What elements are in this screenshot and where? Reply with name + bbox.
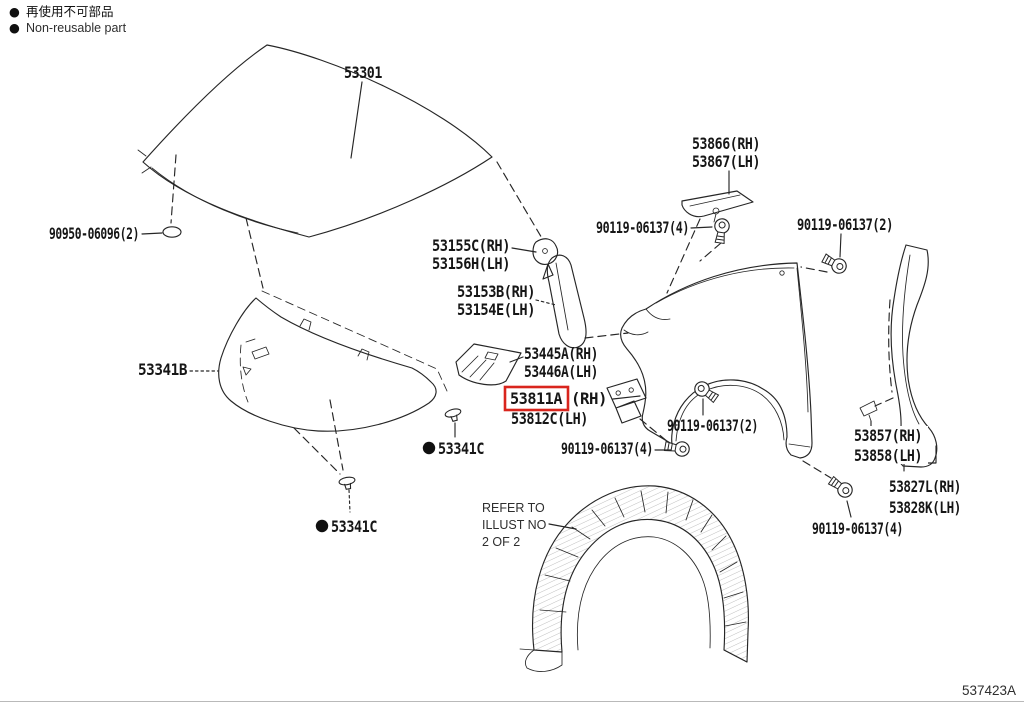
label-bolt-top[interactable]: 90119-06137(4): [596, 218, 690, 237]
hood-crease-line: [151, 167, 299, 234]
fender-character-lines: [623, 267, 811, 448]
label-protector-lh[interactable]: 53867(LH): [692, 152, 761, 171]
label-hood-brace-lh[interactable]: 53154E(LH): [457, 300, 536, 319]
apron-retainer-drawing[interactable]: [890, 244, 938, 468]
insulator-clip-towers: [299, 318, 370, 361]
cowl-side-hole: [542, 248, 548, 254]
dotted-leader-lines: [189, 299, 557, 513]
label-liner-extension-rh[interactable]: 53827L(RH): [889, 477, 962, 496]
label-protector-rh[interactable]: 53866(RH): [692, 134, 761, 153]
fender-bracket-drawing[interactable]: [606, 378, 647, 424]
label-bolt-center[interactable]: 90119-06137(4): [561, 439, 654, 458]
protector-inner-line: [689, 194, 741, 223]
selected-part-highlight-box: [503, 385, 570, 412]
solid-leader-lines: [141, 81, 937, 530]
apron-flag-clip: [859, 400, 878, 422]
label-pad-rh[interactable]: 53445A(RH): [524, 344, 599, 363]
liner-inner-contour: [577, 536, 711, 651]
label-cowl-side-rh[interactable]: 53155C(RH): [432, 236, 511, 255]
protector-drawing[interactable]: [681, 190, 754, 218]
bolt-top-drawing: [711, 217, 731, 245]
label-cowl-side-lh[interactable]: 53156H(LH): [432, 254, 511, 273]
refer-note-line2: ILLUST NO: [482, 518, 547, 532]
label-apron-seal-rh[interactable]: 53857(RH): [854, 426, 923, 445]
bolt-center-drawing: [663, 438, 691, 458]
hood-hinge-detail: [137, 149, 152, 174]
non-reusable-bullet-en: ●: [9, 20, 20, 35]
clip-rear-drawing: [443, 406, 464, 424]
insulator-hidden-edges: [239, 290, 448, 403]
fender-bracket-holes: [615, 387, 634, 396]
label-backplate: [848, 426, 928, 464]
label-bolt-right-upper[interactable]: 90119-06137(2): [797, 215, 894, 234]
label-liner-extension-lh[interactable]: 53828K(LH): [889, 498, 962, 517]
label-fender-rh-number[interactable]: 53811A: [510, 389, 563, 408]
grommet-drawing[interactable]: [162, 226, 182, 238]
pad-hatch-lines: [461, 351, 499, 381]
liner-hatched-band[interactable]: [531, 485, 749, 663]
label-hood-brace-rh[interactable]: 53153B(RH): [457, 282, 536, 301]
non-reusable-legend-jp: 再使用不可部品: [26, 4, 114, 19]
hood-insulator-drawing[interactable]: [218, 297, 437, 432]
liner-feet: [519, 648, 748, 672]
label-insulator[interactable]: 53341B: [138, 360, 188, 379]
insulator-slots: [242, 338, 270, 376]
label-apron-seal-lh[interactable]: 53858(LH): [854, 446, 923, 465]
alignment-dashed-lines: [170, 154, 894, 479]
non-reusable-dot-rear-clip: [422, 441, 436, 455]
label-clip-rear[interactable]: 53341C: [438, 439, 485, 458]
fender-mirror-hole: [779, 270, 785, 276]
hood-brace-inner-line: [555, 262, 569, 331]
hood-brace-drawing[interactable]: [546, 254, 587, 349]
label-fender-lh[interactable]: 53812C(LH): [511, 409, 589, 428]
refer-note-line3: 2 OF 2: [482, 535, 520, 549]
label-clip-front[interactable]: 53341C: [331, 517, 378, 536]
protector-hole: [712, 207, 720, 215]
cowl-side-drawing[interactable]: [532, 238, 559, 280]
fender-arch-flange-line: [675, 384, 785, 442]
clip-front-drawing: [337, 475, 357, 491]
label-bolt-right-lower[interactable]: 90119-06137(4): [812, 519, 904, 538]
bolt-arch-drawing: [691, 378, 721, 406]
diagram-code: 537423A: [962, 683, 1016, 698]
label-grommet[interactable]: 90950-06096(2): [49, 224, 140, 243]
label-pad-lh[interactable]: 53446A(LH): [524, 362, 599, 381]
label-hood-panel[interactable]: 53301: [344, 63, 383, 82]
hood-panel-drawing[interactable]: [142, 44, 493, 238]
label-bolt-arch[interactable]: 90119-06137(2): [667, 416, 759, 435]
refer-note-line1: REFER TO: [482, 501, 545, 515]
liner-ribs: [539, 490, 747, 627]
label-fender-rh-side: (RH): [571, 389, 607, 408]
non-reusable-bullet-jp: ●: [9, 4, 20, 19]
apron-retainer-inner-line: [902, 254, 920, 425]
non-reusable-dot-front-clip: [315, 519, 329, 533]
pad-drawing[interactable]: [455, 343, 522, 386]
non-reusable-legend-en: Non-reusable part: [26, 21, 127, 35]
